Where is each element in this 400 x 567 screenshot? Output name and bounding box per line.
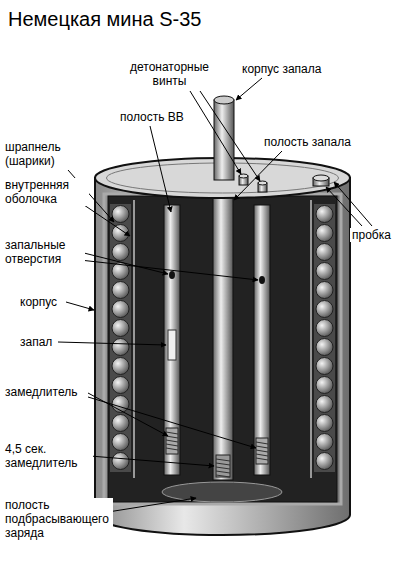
thread-line (166, 448, 178, 450)
igniter-hole (259, 276, 265, 284)
part-label: детонаторные винты (120, 60, 219, 88)
thread-line (216, 459, 230, 461)
thread-line (256, 450, 268, 452)
thread-line (216, 471, 230, 473)
explosive-tube (164, 205, 180, 475)
shrapnel-ball (112, 206, 129, 223)
fuse-tube (213, 180, 233, 480)
igniter (168, 330, 176, 360)
shrapnel-ball (316, 320, 333, 337)
shrapnel-ball (316, 396, 333, 413)
title: Немецкая мина S-35 (8, 8, 202, 31)
part-label: полость ВВ (118, 110, 186, 124)
leader-line (108, 498, 196, 512)
leader-line (90, 456, 214, 466)
shrapnel-ball (316, 358, 333, 375)
thread-line (216, 467, 230, 469)
shrapnel-ball (316, 339, 333, 356)
shrapnel-ball (316, 263, 333, 280)
plug (313, 175, 329, 181)
igniter-hole (169, 271, 175, 279)
leader-line (190, 91, 241, 174)
leader-line (334, 182, 372, 226)
delay-4-5 (216, 455, 230, 477)
part-label: корпус запала (240, 62, 323, 76)
thread-line (166, 444, 178, 446)
shrapnel-ball (316, 225, 333, 242)
delay-threads (166, 432, 268, 477)
delay (256, 438, 268, 464)
shrapnel-ball (112, 415, 129, 432)
shrapnel-ball (316, 453, 333, 470)
thread-line (256, 458, 268, 460)
thread-line (166, 432, 178, 434)
leader-line (234, 151, 282, 200)
leader-line (58, 342, 166, 345)
shrapnel-ball (316, 282, 333, 299)
fuse-housing (214, 100, 234, 180)
leader-line (200, 91, 260, 181)
thread-line (166, 440, 178, 442)
detonator-screw (258, 181, 267, 185)
part-label: полость подбрасывающего заряда (3, 498, 113, 540)
thread-line (216, 475, 230, 477)
part-label: запальные отверстия (3, 238, 85, 266)
leader-line (84, 205, 130, 236)
part-label: корпус (18, 295, 59, 309)
inner-wall (310, 200, 312, 478)
leader-line (88, 397, 256, 448)
part-label: пробка (350, 228, 393, 242)
shrapnel-ball (112, 244, 129, 261)
outer-casing (95, 178, 350, 535)
shrapnel-column (110, 204, 131, 472)
part-label: замедлитель (3, 385, 79, 399)
shrapnel-ball (112, 225, 129, 242)
delay (166, 428, 178, 454)
thread-line (256, 442, 268, 444)
leader-line (236, 78, 262, 100)
part-label: 4,5 сек. замедлитель (3, 442, 93, 470)
shrapnel-ball (112, 434, 129, 451)
fuse-housing-top (214, 96, 234, 104)
shrapnel-column (314, 204, 335, 472)
thread-line (216, 463, 230, 465)
part-label: внутренняя оболочка (3, 178, 89, 206)
part-label: запал (18, 335, 54, 349)
leader-line (88, 393, 168, 436)
propelling-charge-cavity (162, 482, 282, 502)
explosive-tube (254, 205, 270, 475)
shrapnel-ball (112, 339, 129, 356)
leader-lines (58, 78, 372, 512)
shrapnel-ball (112, 358, 129, 375)
leader-line (80, 260, 258, 280)
shrapnel-ball (316, 377, 333, 394)
inner-wall (133, 200, 135, 478)
shrapnel-ball (316, 206, 333, 223)
shrapnel-ball (316, 244, 333, 261)
part-label: полость запала (262, 135, 353, 149)
shrapnel-ball (316, 415, 333, 432)
shrapnel-ball (316, 301, 333, 318)
leader-line (66, 302, 94, 310)
shrapnel-ball (112, 320, 129, 337)
shrapnel-ball (112, 282, 129, 299)
leader-line (80, 252, 168, 274)
leader-line (150, 126, 171, 212)
thread-line (256, 446, 268, 448)
shrapnel-ball (316, 434, 333, 451)
shrapnel-ball (112, 301, 129, 318)
shrapnel-ball (112, 377, 129, 394)
detonator-screw (239, 174, 248, 178)
shrapnel-ball (112, 453, 129, 470)
thread-line (256, 454, 268, 456)
part-label: шрапнель (шарики) (3, 140, 75, 168)
